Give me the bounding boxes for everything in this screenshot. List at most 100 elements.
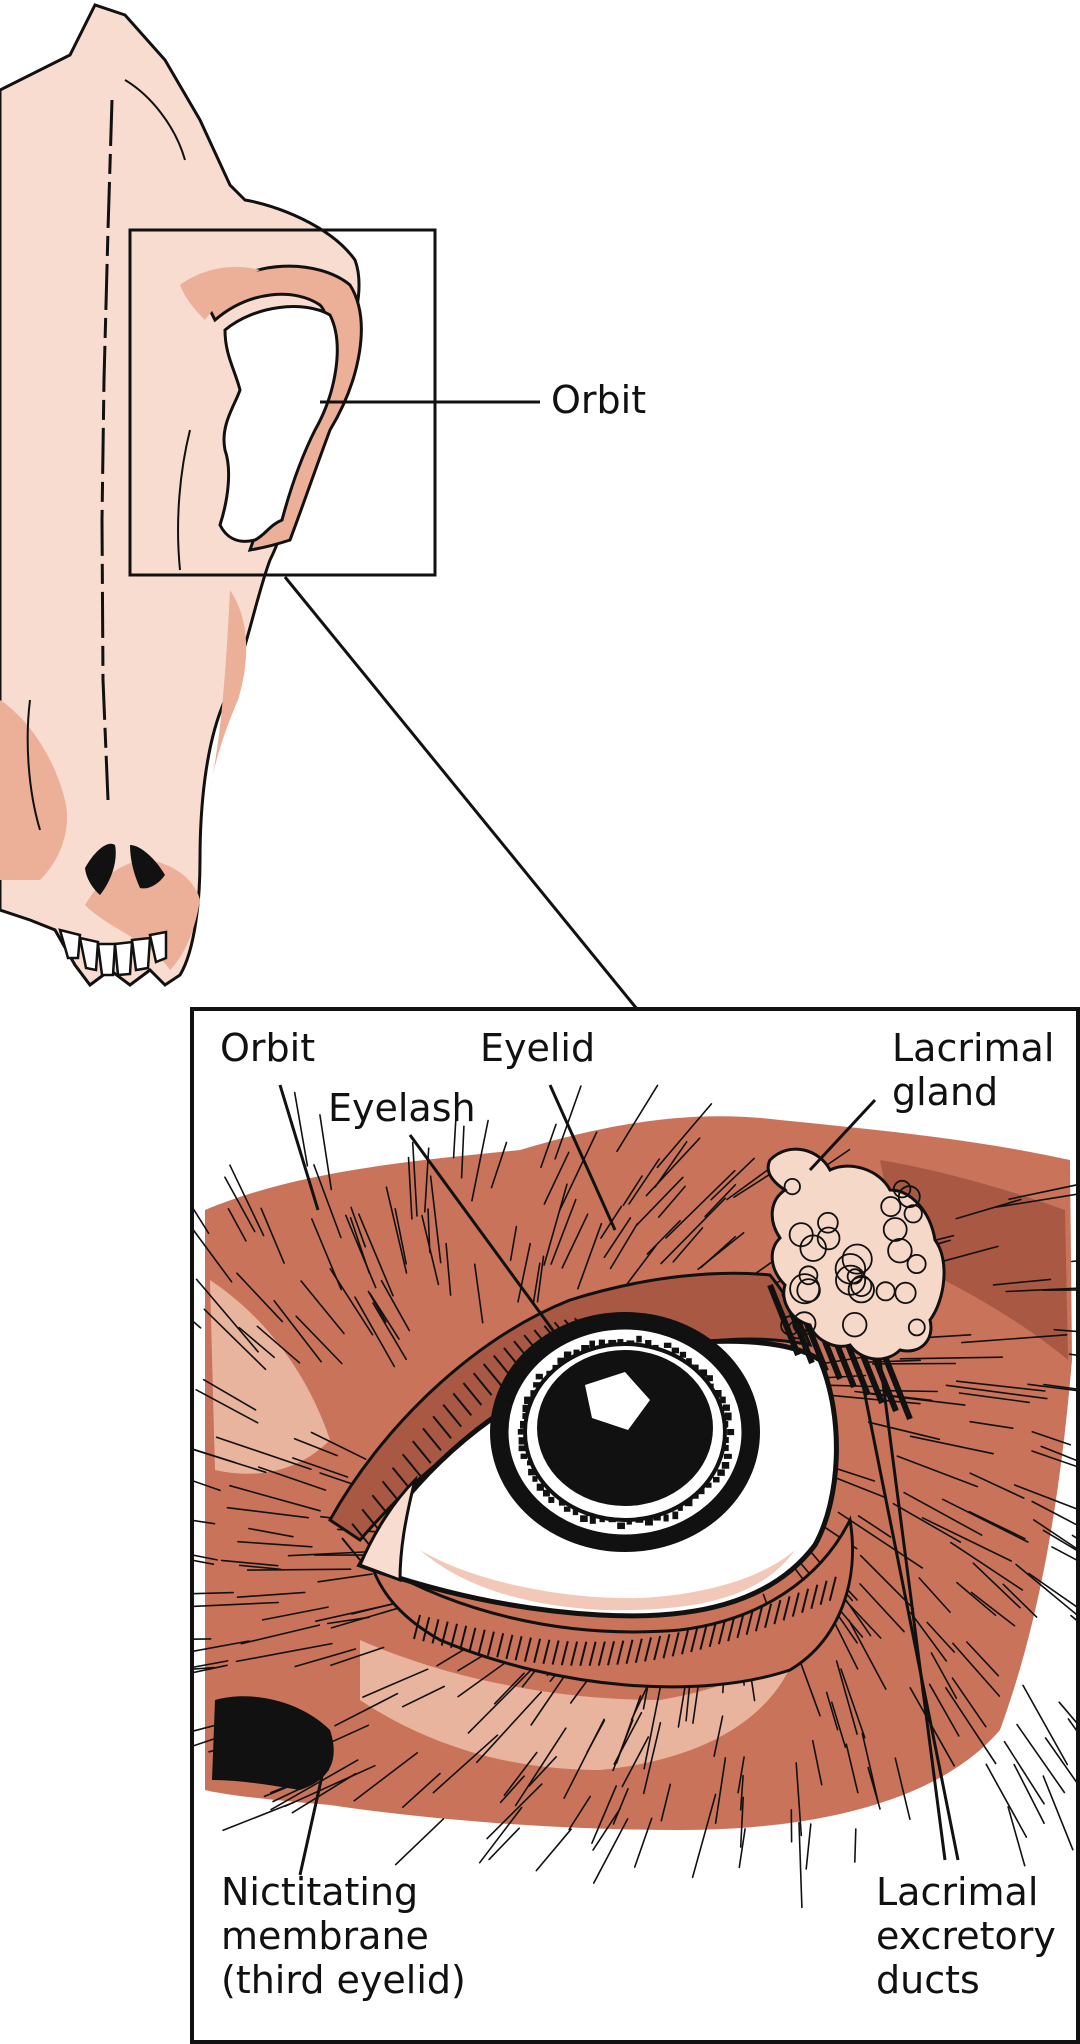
eyelash-stroke xyxy=(708,1622,717,1648)
gland-lobule xyxy=(842,1311,868,1338)
fur-stroke xyxy=(394,1208,408,1265)
fur-stroke xyxy=(930,1652,958,1699)
fur-stroke xyxy=(612,1719,634,1772)
eyelash-stroke xyxy=(634,1638,643,1663)
fur-stroke xyxy=(1016,1723,1066,1794)
fur-stroke xyxy=(334,1692,399,1727)
fur-stroke xyxy=(330,1646,385,1667)
iris-speckle xyxy=(524,1396,532,1405)
fur-highlight-lower xyxy=(360,1640,800,1770)
fur-stroke xyxy=(830,1701,847,1748)
fur-stroke xyxy=(195,1278,259,1353)
fur-stroke xyxy=(568,1795,592,1831)
fur-stroke xyxy=(918,1577,951,1613)
fur-stroke xyxy=(310,1431,367,1460)
fur-stroke xyxy=(635,1176,684,1226)
iris-speckle xyxy=(699,1369,708,1377)
fur-stroke xyxy=(995,1193,1078,1208)
skull-shadow-left xyxy=(0,700,68,880)
fur-stroke xyxy=(660,1197,727,1265)
eyelash-stroke xyxy=(523,1637,532,1662)
fur-stroke xyxy=(401,1772,441,1808)
fur-stroke xyxy=(192,1519,216,1525)
iris-speckle xyxy=(679,1351,687,1358)
fur-stroke xyxy=(350,1206,367,1248)
fur-stroke xyxy=(1013,1484,1078,1511)
fur-stroke xyxy=(1053,1328,1078,1333)
eyelash-stroke xyxy=(442,1403,462,1428)
fur-stroke xyxy=(739,1796,745,1848)
fur-stroke xyxy=(956,1581,997,1616)
iris-speckle xyxy=(563,1351,572,1359)
fur-stroke xyxy=(432,1734,499,1794)
eyelash-stroke xyxy=(644,1637,652,1662)
fur-stroke xyxy=(192,1479,221,1492)
pupil-highlight xyxy=(585,1372,650,1430)
fur-stroke xyxy=(319,1114,333,1191)
iris-speckle xyxy=(686,1358,692,1365)
fur-stroke xyxy=(238,1326,276,1359)
eyelash-stroke xyxy=(801,1588,810,1613)
fur-stroke xyxy=(528,1756,558,1787)
fur-stroke xyxy=(353,1752,419,1802)
fur-stroke xyxy=(628,1158,661,1205)
fur-stroke xyxy=(499,1775,525,1804)
fur-stroke xyxy=(840,1668,866,1739)
label-orbit-eye: Orbit xyxy=(220,1026,316,1070)
fur-stroke xyxy=(825,1691,839,1731)
fur-stroke xyxy=(192,1205,210,1234)
eyelash-stroke xyxy=(505,1634,514,1660)
inset-leader-lines xyxy=(278,1084,960,1876)
label-nictitating-membrane: Nictitating membrane (third eyelid) xyxy=(221,1870,466,2002)
eyelash-stroke xyxy=(681,1630,689,1655)
eyelash-stroke xyxy=(625,1639,634,1665)
fur-stroke xyxy=(645,1137,701,1197)
eyelash-stroke xyxy=(459,1625,468,1651)
gland-lobule xyxy=(882,1217,908,1242)
orbit-opening xyxy=(218,305,339,543)
fur-stroke xyxy=(540,1123,557,1169)
fur-stroke xyxy=(236,1591,306,1598)
skull-shadow-cheek xyxy=(210,590,247,790)
fur-stroke xyxy=(460,1125,465,1179)
eyelash-stroke xyxy=(477,1629,486,1655)
fur-stroke xyxy=(471,1119,489,1202)
eyelash-stroke xyxy=(462,1382,483,1406)
iris-speckle xyxy=(589,1516,596,1524)
iris-speckle xyxy=(626,1519,632,1525)
iris-speckle xyxy=(589,1340,595,1348)
fur-stroke xyxy=(1022,1684,1069,1766)
iris-speckle xyxy=(520,1453,528,1459)
eyelash-stroke xyxy=(662,1634,671,1659)
fur-stroke xyxy=(550,1198,577,1265)
fur-stroke xyxy=(246,1568,352,1571)
fur-stroke xyxy=(192,1554,218,1561)
eye-white-shadow xyxy=(420,1550,795,1611)
fur-stroke xyxy=(1031,1450,1078,1468)
skull-shadow-snout xyxy=(85,860,200,970)
skull-drawing xyxy=(0,3,363,988)
eyelash-stroke xyxy=(819,1580,828,1606)
fur-stroke xyxy=(909,1435,995,1455)
fur-stroke xyxy=(215,1436,312,1470)
skull-teeth xyxy=(58,928,168,977)
fur-stroke xyxy=(798,1657,821,1717)
gland-lobule xyxy=(817,1211,839,1234)
iris-speckle xyxy=(517,1429,526,1435)
gland-lobule xyxy=(841,1243,873,1275)
fur-stroke xyxy=(633,1817,653,1868)
fur-stroke xyxy=(958,1392,1030,1404)
fur-stroke xyxy=(609,1222,639,1270)
fur-stroke xyxy=(1042,1775,1074,1851)
gland-lobule xyxy=(792,1311,817,1336)
fur-stroke xyxy=(1005,1287,1078,1293)
eyelash-stroke xyxy=(607,1640,615,1666)
fur-stroke xyxy=(665,1169,736,1239)
iris-speckle xyxy=(548,1496,555,1503)
fur-stroke xyxy=(192,1591,234,1595)
eyelash-stroke xyxy=(514,1636,523,1661)
fur-stroke xyxy=(955,1380,1046,1392)
fur-stroke xyxy=(488,1827,521,1861)
fur-stroke xyxy=(985,1763,1028,1838)
fur-stroke xyxy=(486,1783,543,1840)
